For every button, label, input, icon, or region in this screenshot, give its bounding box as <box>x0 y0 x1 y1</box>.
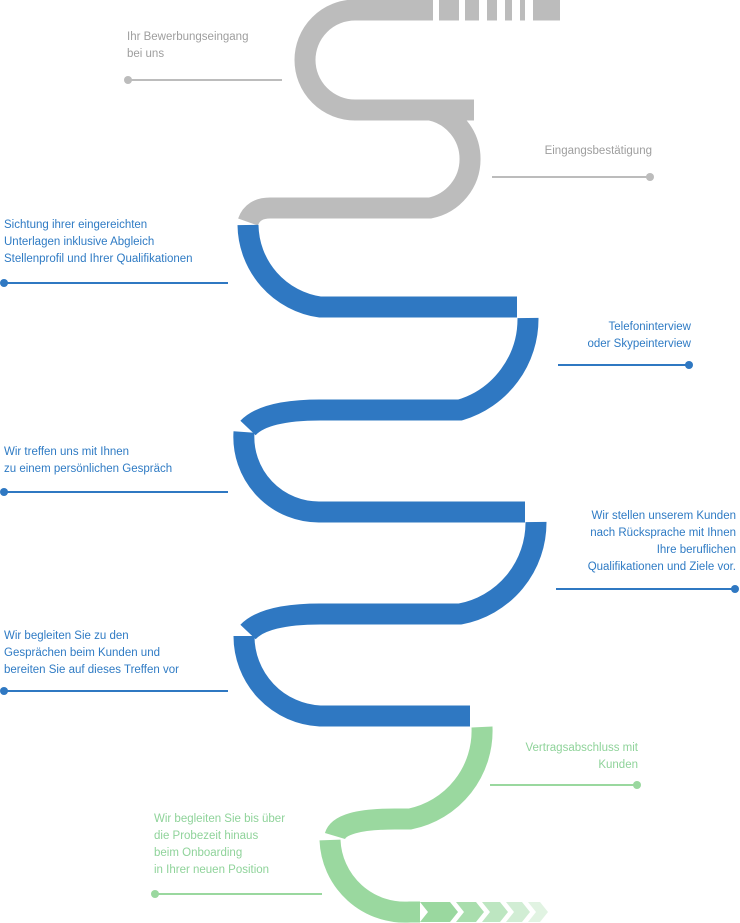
connector-dot-7 <box>0 687 8 695</box>
road-segment-5 <box>233 431 525 523</box>
step-2-label: Eingangsbestätigung <box>544 145 652 157</box>
road-segment-4 <box>240 317 539 436</box>
step-7-label: Wir begleiten Sie zu den Gesprächen beim… <box>4 630 179 676</box>
road-segment-8 <box>324 726 493 841</box>
step-6-label: Wir stellen unserem Kunden nach Rückspra… <box>587 510 736 573</box>
connector-dot-1 <box>124 76 132 84</box>
connector-dot-6 <box>731 585 739 593</box>
step-3-label: Sichtung ihrer eingereichten Unterlagen … <box>4 219 193 265</box>
step-1-label: Ihr Bewerbungseingang bei uns <box>127 31 249 60</box>
connector-dot-8 <box>633 781 641 789</box>
step-8-label: Vertragsabschluss mit Kunden <box>525 742 639 771</box>
step-9-label: Wir begleiten Sie bis über die Probezeit… <box>154 813 286 876</box>
connector-dot-3 <box>0 279 8 287</box>
road-segment-7 <box>233 635 470 727</box>
road-end-chevrons <box>420 902 548 922</box>
road-segment-1 <box>294 0 470 121</box>
connector-dot-4 <box>685 361 693 369</box>
step-4-label: Telefoninterview oder Skypeinterview <box>587 321 691 350</box>
road-segment-3 <box>237 224 517 318</box>
connector-dot-2 <box>646 173 654 181</box>
road-segment-9 <box>319 839 420 923</box>
connector-dot-9 <box>151 890 159 898</box>
road-segment-2 <box>238 99 481 227</box>
step-5-label: Wir treffen uns mit Ihnen zu einem persö… <box>4 446 173 475</box>
connector-dot-5 <box>0 488 8 496</box>
road-segment-6 <box>240 521 547 640</box>
